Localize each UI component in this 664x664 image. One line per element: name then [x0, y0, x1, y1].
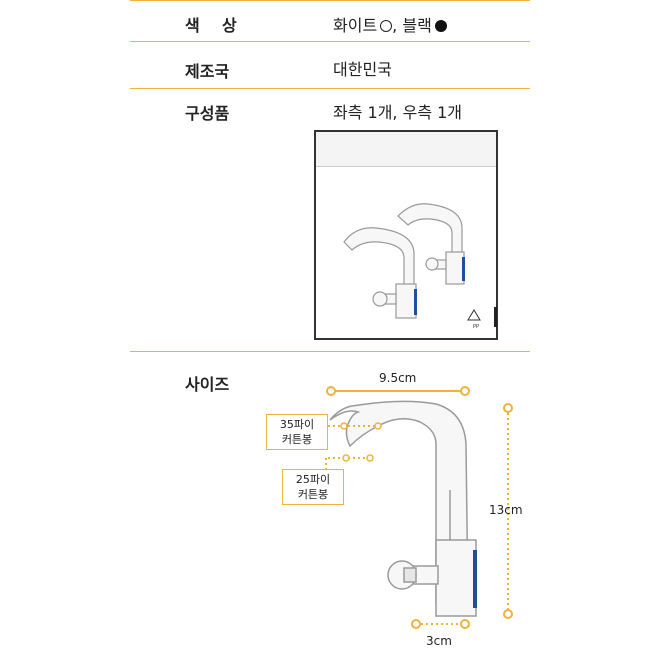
black-circle-icon	[434, 20, 447, 32]
height-label: 13cm	[489, 503, 523, 517]
white-circle-icon	[380, 20, 393, 32]
spec-label-color: 색 상	[185, 16, 237, 35]
spec-label-country: 제조국	[185, 62, 230, 81]
pipe35-label: 35파이 커튼봉	[266, 414, 328, 450]
spec-value-components: 좌측 1개, 우측 1개	[333, 103, 463, 122]
hook-back	[397, 203, 465, 285]
pipe25-line1: 25파이	[295, 473, 331, 486]
spec-label-components: 구성품	[185, 104, 230, 123]
color-separator: ,	[392, 16, 403, 35]
divider-1	[130, 41, 530, 42]
package-header-strip	[316, 132, 496, 167]
divider-2	[130, 88, 530, 89]
divider-3	[130, 351, 530, 352]
top-divider	[130, 0, 530, 1]
package-hooks-illustration: PP	[343, 203, 497, 330]
pipe35-line2: 커튼봉	[281, 433, 313, 446]
pipe25-label: 25파이 커튼봉	[282, 469, 344, 505]
hook-large	[329, 400, 477, 617]
recycle-pp-icon	[467, 309, 481, 321]
svg-text:PP: PP	[473, 324, 479, 330]
depth-label: 3cm	[426, 634, 452, 648]
spec-value-color: 화이트, 블랙	[333, 12, 447, 36]
pipe25-line2: 커튼봉	[297, 488, 329, 501]
color-white-text: 화이트	[333, 16, 378, 35]
hook-front	[343, 227, 417, 319]
size-label: 사이즈	[185, 375, 230, 394]
product-package-image: PP	[314, 130, 498, 340]
spec-value-country: 대한민국	[333, 60, 392, 79]
color-black-text: 블랙	[402, 16, 432, 35]
width-label: 9.5cm	[379, 371, 417, 385]
pipe35-line1: 35파이	[279, 418, 315, 431]
